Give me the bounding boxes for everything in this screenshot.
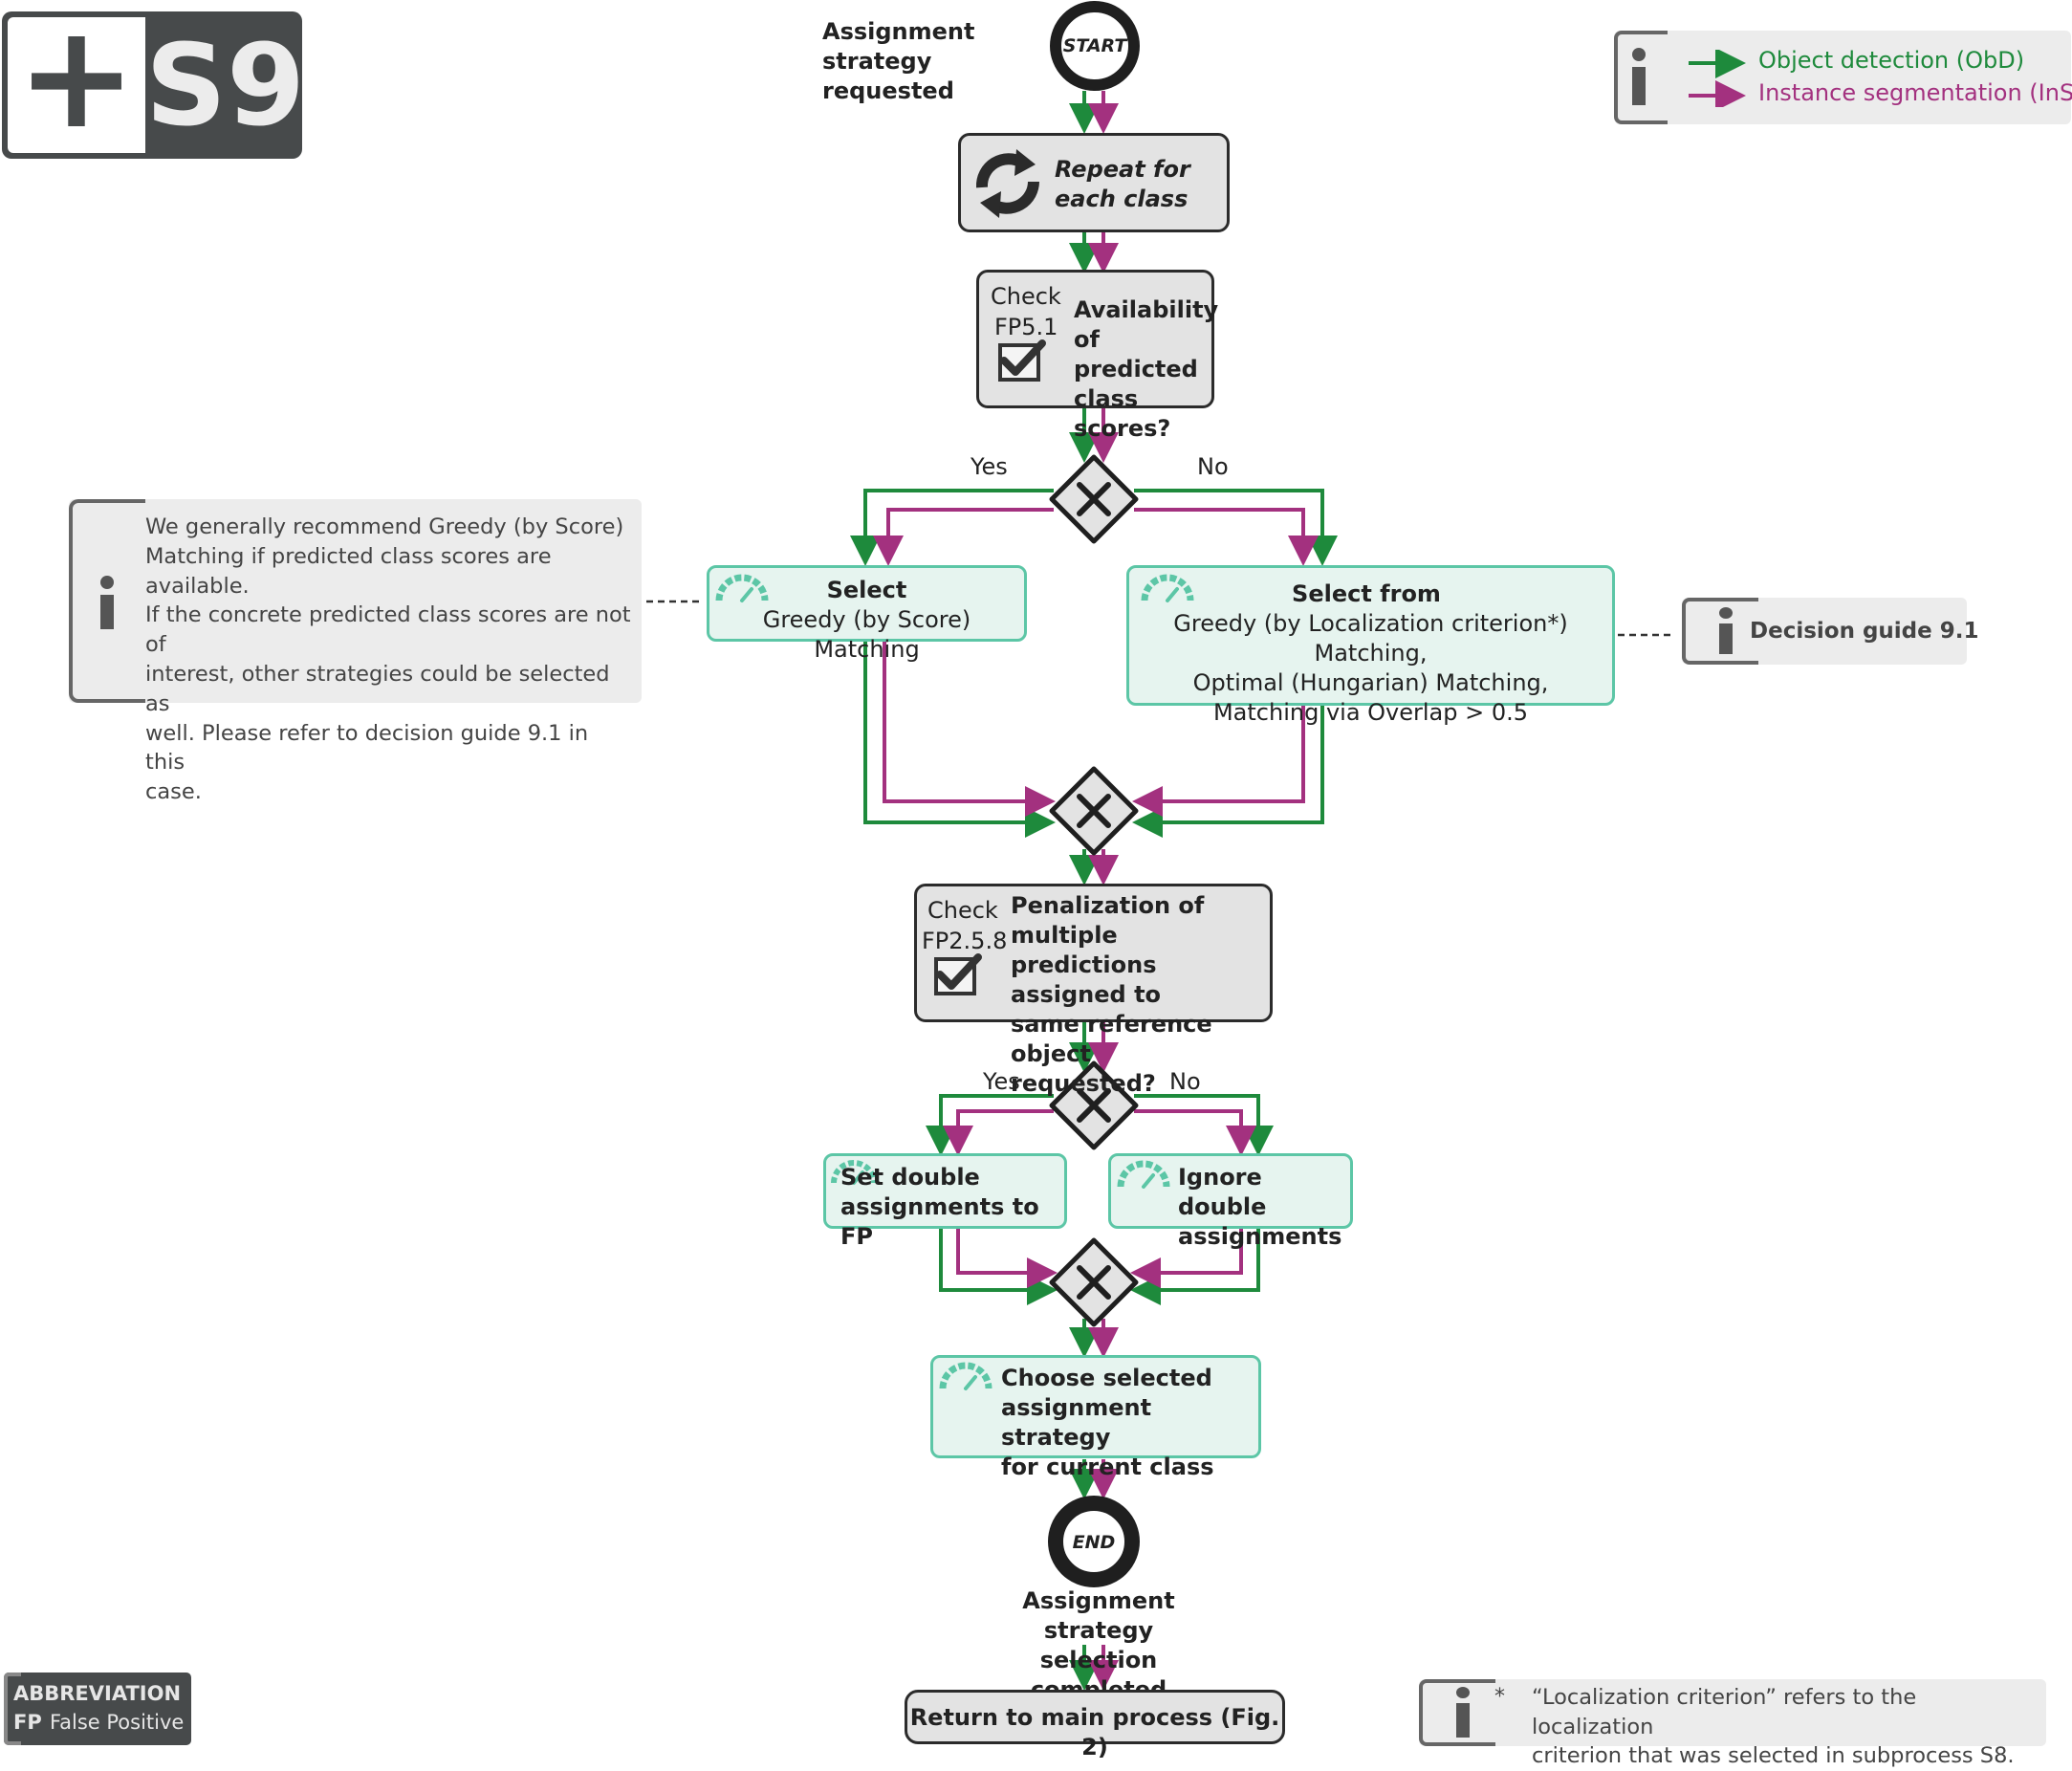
- info-icon: [1629, 48, 1650, 107]
- legend-ins: Instance segmentation (InS): [1758, 79, 2072, 106]
- connector-check2-gateway3: [1069, 1022, 1119, 1073]
- gateway1-no: No: [1197, 453, 1229, 480]
- check2-question: Penalization of multiple predictions ass…: [1011, 892, 1212, 1097]
- connector-start-repeat: [1069, 91, 1119, 134]
- connector-gateway1-no: [1134, 489, 1338, 566]
- repeat-text: Repeat for each class: [1055, 156, 1190, 212]
- info-right-box: Decision guide 9.1: [1682, 598, 1979, 665]
- logo-label: S9: [145, 19, 306, 151]
- footnote-star: *: [1494, 1685, 1505, 1709]
- check1-checkbox-icon: [998, 339, 1046, 382]
- connector-selectfrom-merge: [1132, 706, 1324, 838]
- connector-merge-choose: [1069, 1319, 1119, 1358]
- connector-merge-check2: [1069, 849, 1119, 886]
- check2-checkbox-icon: [934, 953, 982, 995]
- start-label: START: [1062, 35, 1127, 56]
- connector-end-return: [1069, 1645, 1119, 1691]
- gauge-icon: [715, 574, 769, 602]
- legend-obd: Object detection (ObD): [1758, 47, 2025, 74]
- check2-ref: FP2.5.8: [922, 928, 1008, 954]
- check1-box: Check FP5.1 Availability of predicted cl…: [976, 270, 1218, 442]
- choose-text: Choose selected assignment strategy for …: [1001, 1365, 1214, 1480]
- gateway3-yes: Yes: [983, 1068, 1020, 1095]
- connector-ignore-merge: [1130, 1228, 1260, 1305]
- gauge-icon: [831, 1160, 877, 1185]
- connector-repeat-check1: [1069, 232, 1119, 273]
- info-icon: [1453, 1687, 1474, 1740]
- select-greedy-box: Select Greedy (by Score) Matching: [707, 565, 1027, 663]
- gateway-3: [1049, 1060, 1139, 1150]
- gateway3-no: No: [1169, 1068, 1201, 1095]
- connector-choose-end: [1069, 1459, 1119, 1499]
- select-greedy-title: Select: [826, 577, 907, 603]
- set-double-text: Set double assignments to FP: [840, 1164, 1039, 1250]
- footnote-text: “Localization criterion” refers to the l…: [1532, 1685, 2015, 1768]
- start-event: [1050, 1, 1140, 91]
- info-left-bracket: [69, 499, 145, 703]
- gateway-4: [1049, 1237, 1139, 1327]
- check1-ref: FP5.1: [994, 314, 1058, 340]
- return-to-main-button[interactable]: Return to main process (Fig. 2): [905, 1690, 1285, 1760]
- info-left-box: We generally recommend Greedy (by Score)…: [69, 499, 642, 804]
- select-greedy-body: Greedy (by Score) Matching: [762, 606, 971, 663]
- legend: Object detection (ObD) Instance segmenta…: [1614, 31, 2072, 124]
- check2-label: Check: [927, 897, 998, 924]
- end-event: [1048, 1496, 1140, 1587]
- info-icon: [1716, 607, 1737, 657]
- gateway-1: [1049, 454, 1139, 544]
- ignore-double-box: Ignore double assignments: [1108, 1153, 1353, 1250]
- connector-gateway1-yes: [850, 489, 1054, 566]
- gauge-icon: [1141, 574, 1194, 602]
- legend-bracket: [1614, 31, 1668, 124]
- repeat-icon: [975, 149, 1039, 218]
- gauge-icon: [1117, 1160, 1170, 1189]
- check1-label: Check: [991, 283, 1061, 310]
- decision-guide-link[interactable]: Decision guide 9.1: [1750, 619, 1979, 644]
- end-caption: Assignment strategy selection completed: [1022, 1587, 1175, 1703]
- logo-s9: + S9: [2, 6, 306, 159]
- choose-box: Choose selected assignment strategy for …: [930, 1355, 1261, 1480]
- check2-box: Check FP2.5.8 Penalization of multiple p…: [914, 884, 1273, 1097]
- legend-arrows: [1689, 50, 1746, 107]
- repeat-box: Repeat for each class: [958, 133, 1230, 232]
- select-from-title: Select from: [1292, 580, 1441, 607]
- abbreviation-value: False Positive: [50, 1711, 185, 1734]
- info-left-text: We generally recommend Greedy (by Score)…: [145, 514, 631, 805]
- info-right-bracket: [1682, 598, 1758, 665]
- select-from-body: Greedy (by Localization criterion*) Matc…: [1173, 610, 1568, 726]
- info-icon: [98, 576, 119, 633]
- check1-question: Availability of predicted class scores?: [1074, 296, 1219, 442]
- gateway1-yes: Yes: [971, 453, 1008, 480]
- gateway-2: [1049, 766, 1139, 856]
- footnote-box: * “Localization criterion” refers to the…: [1419, 1679, 2046, 1768]
- abbreviation-key: FP: [13, 1711, 42, 1734]
- connector-gateway3-yes: [926, 1094, 1054, 1156]
- gauge-icon: [939, 1362, 992, 1390]
- connector-set-merge: [939, 1228, 1058, 1305]
- connector-check1-gateway1: [1069, 408, 1119, 463]
- logo-plus: +: [16, 0, 137, 161]
- set-double-box: Set double assignments to FP: [823, 1153, 1067, 1250]
- return-button-label: Return to main process (Fig. 2): [909, 1704, 1280, 1760]
- connector-gateway3-no: [1134, 1094, 1274, 1156]
- abbreviation-title: ABBREVIATION: [13, 1682, 182, 1705]
- connector-greedy-merge: [863, 641, 1056, 838]
- start-caption: Assignment strategy requested: [822, 18, 975, 104]
- select-from-box: Select from Greedy (by Localization crit…: [1126, 565, 1615, 726]
- abbreviation-box: ABBREVIATION FP False Positive: [4, 1673, 191, 1745]
- end-label: END: [1072, 1532, 1116, 1553]
- ignore-double-text: Ignore double assignments: [1178, 1164, 1342, 1250]
